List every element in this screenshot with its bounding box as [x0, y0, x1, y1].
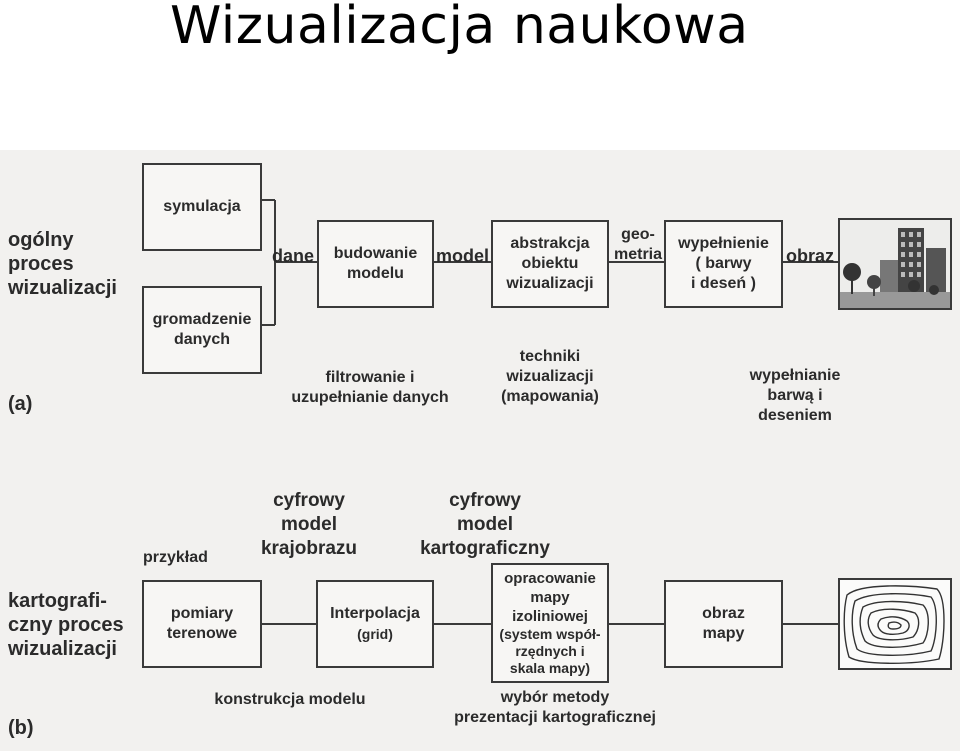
arrow-label-geometria: geo- metria [613, 226, 663, 263]
note-filtrowanie: filtrowanie i uzupełnianie danych [291, 369, 449, 406]
box-interpolacja-sub: (grid) [357, 626, 393, 642]
box-opracowanie-mapy: opracowanie mapy izoliniowej (system wsp… [491, 563, 609, 683]
side-label-b: kartografi- czny proces wizualizacji [8, 590, 124, 660]
box-wypelnienie: wypełnienie ( barwy i deseń ) [664, 220, 783, 308]
side-label-a: ogólny proces wizualizacji [8, 229, 117, 299]
box-opracowanie-sub: (system współ- rzędnych i skala mapy) [499, 626, 601, 676]
box-budowanie-label: budowanie modelu [333, 245, 418, 282]
contour-map-icon [843, 585, 945, 664]
box-gromadzenie-label: gromadzenie danych [152, 311, 252, 348]
arrow-label-dane: dane [272, 246, 315, 266]
note-wypelnianie: wypełnianie barwą i deseniem [749, 367, 841, 424]
box-interpolacja: Interpolacja (grid) [316, 580, 434, 668]
box-symulacja: symulacja [142, 163, 262, 251]
box-opracowanie-label: opracowanie mapy izoliniowej [504, 570, 596, 625]
box-obraz-mapy: obraz mapy [664, 580, 783, 668]
box-interpolacja-label: Interpolacja [330, 605, 420, 622]
label-przyklad: przykład [143, 549, 208, 566]
box-abstrakcja-obiektu: abstrakcja obiektu wizualizacji [491, 220, 609, 308]
tag-b: (b) [8, 717, 34, 739]
note-wybor-metody: wybór metody prezentacji kartograficznej [454, 689, 656, 726]
box-pomiary-label: pomiary terenowe [166, 605, 238, 642]
arrow-label-model: model [436, 246, 490, 266]
heading-cyfrowy-model-kartograficzny: cyfrowy model kartograficzny [420, 490, 550, 559]
cityscape-image [838, 218, 952, 310]
box-obraz-label: obraz mapy [702, 605, 745, 642]
box-budowanie-modelu: budowanie modelu [317, 220, 434, 308]
note-konstrukcja-modelu: konstrukcja modelu [214, 691, 366, 708]
box-pomiary-terenowe: pomiary terenowe [142, 580, 262, 668]
cityscape-icon [840, 220, 950, 308]
box-symulacja-label: symulacja [163, 198, 241, 215]
heading-cyfrowy-model-krajobrazu: cyfrowy model krajobrazu [260, 490, 358, 559]
box-abstrakcja-label: abstrakcja obiektu wizualizacji [506, 235, 594, 292]
page-title: Wizualizacja naukowa [170, 0, 749, 56]
isoline-map-image [838, 578, 952, 670]
tag-a: (a) [8, 393, 33, 415]
box-wypelnienie-label: wypełnienie ( barwy i deseń ) [678, 235, 769, 292]
arrow-label-obraz: obraz [786, 246, 835, 266]
box-gromadzenie-danych: gromadzenie danych [142, 286, 262, 374]
note-techniki: techniki wizualizacji (mapowania) [501, 348, 599, 405]
